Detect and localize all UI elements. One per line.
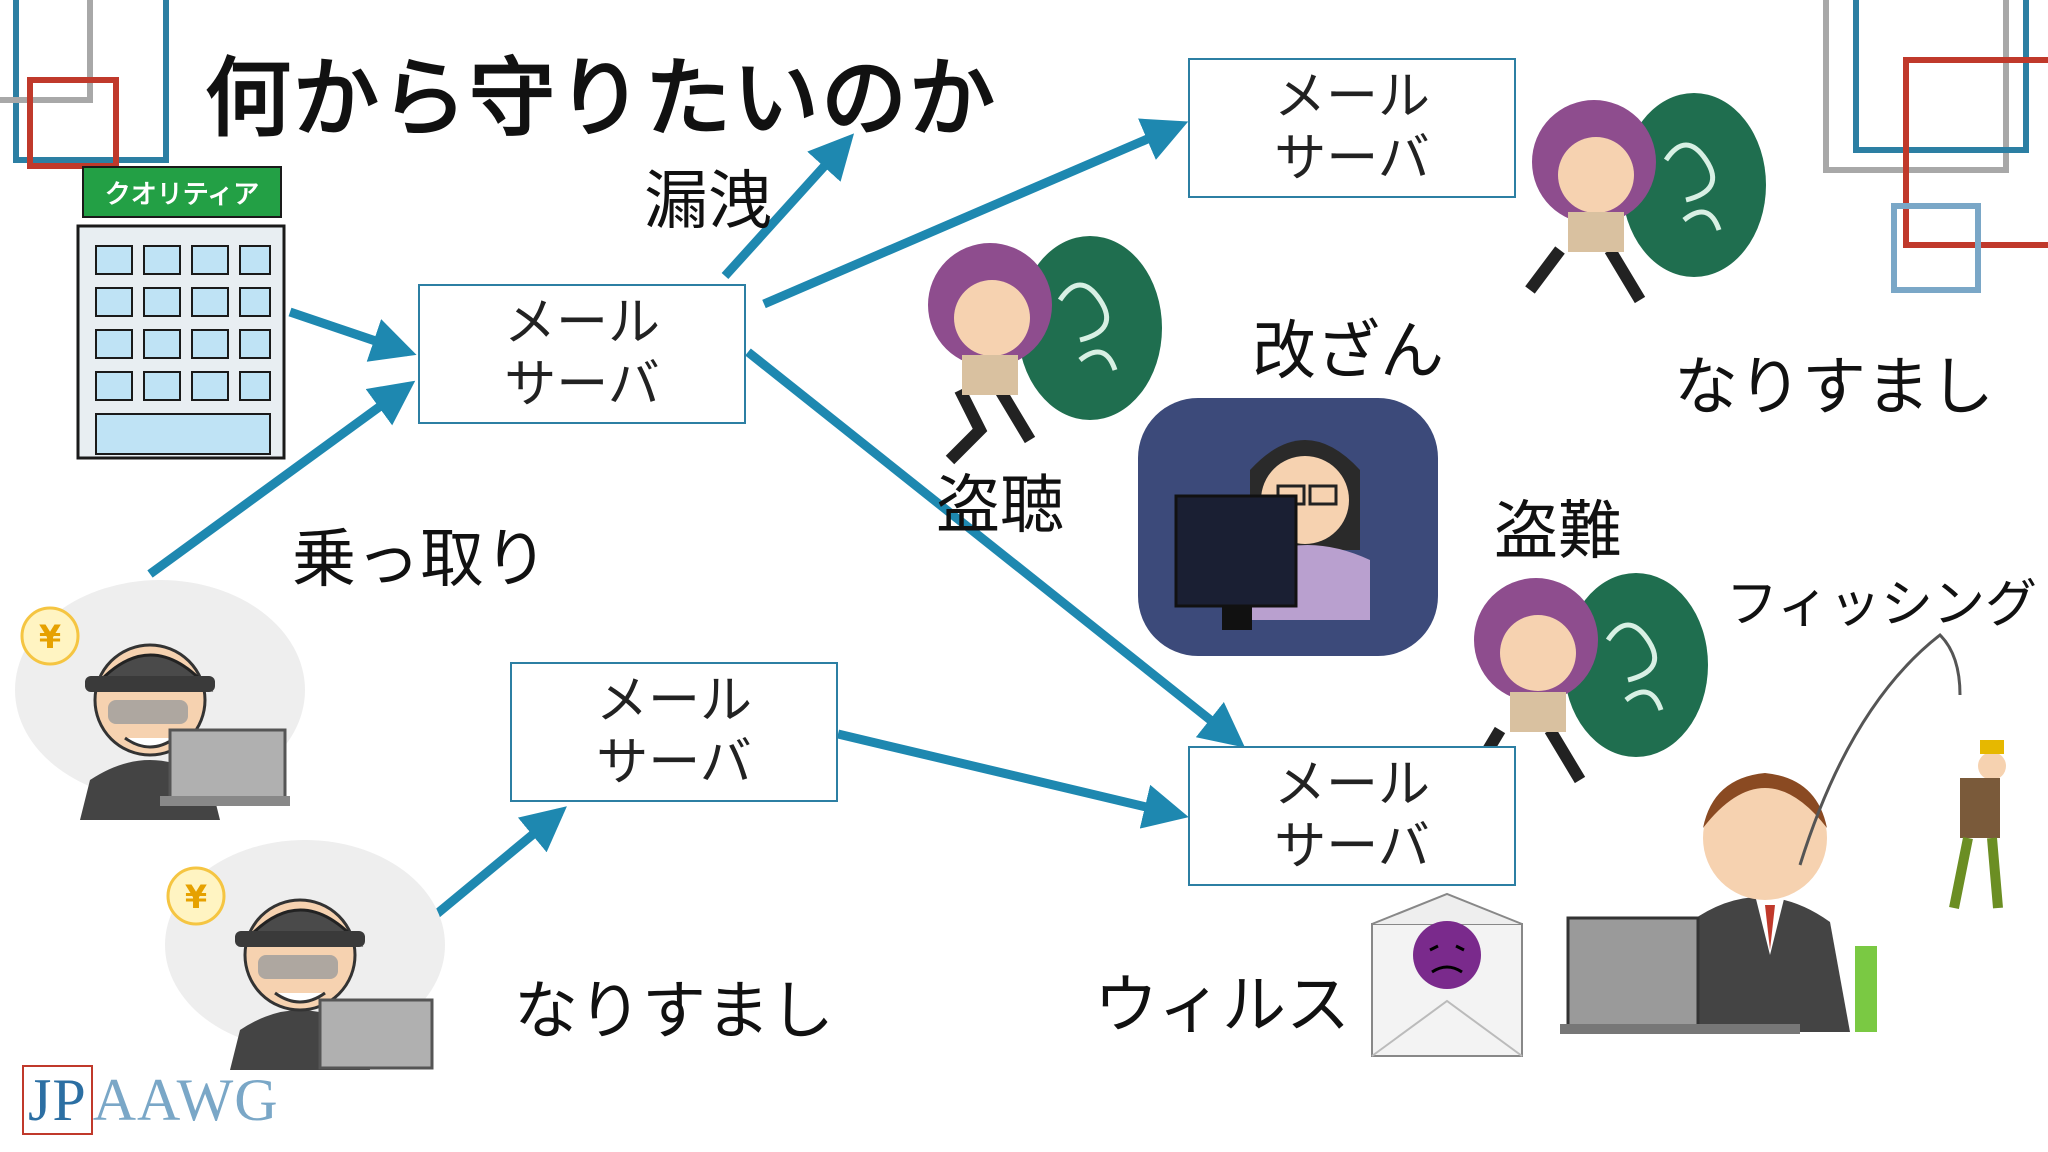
logo-aawg: AAWG: [92, 1067, 279, 1133]
hacker-illustration-top: ¥: [15, 580, 305, 820]
fisherman-illustration: [1798, 633, 2006, 909]
arrow-hijacker-to-server: [147, 380, 416, 578]
thief-illustration-bottom-right: [1464, 573, 1708, 784]
mail-server-label-line1: メール: [595, 671, 752, 731]
arrow-building-to-server: [288, 307, 417, 362]
arrow-leak: [721, 133, 855, 280]
businessman-illustration: [1560, 773, 1877, 1034]
arrow-to-server-bottom-right: [745, 348, 1246, 748]
mail-server-label-line1: メール: [503, 293, 660, 353]
label-theft: 盗難: [1494, 495, 1622, 569]
label-spoof-right: なりすまし: [1674, 351, 1994, 425]
decor-square-tl-blue: [13, 0, 169, 163]
yen-mark-2: ¥: [185, 878, 207, 916]
mail-server-center: メール サーバ: [418, 284, 746, 424]
label-takeover: 乗っ取り: [292, 523, 548, 597]
label-phishing: フィッシング: [1726, 575, 2037, 635]
thief-illustration-middle: [928, 236, 1162, 465]
mail-server-bottom-middle: メール サーバ: [510, 662, 838, 802]
decor-square-tr-gray: [1823, 0, 2009, 173]
decor-square-tl-red: [27, 77, 119, 169]
mail-server-label-line2: サーバ: [1274, 817, 1430, 877]
decor-square-tr-small: [1891, 203, 1981, 293]
mail-server-label-line2: サーバ: [596, 733, 752, 793]
mail-server-top-right: メール サーバ: [1188, 58, 1516, 198]
label-virus: ウィルス: [1094, 969, 1350, 1043]
tamperer-illustration: [1138, 398, 1438, 656]
building-sign: クオリティア: [82, 166, 282, 218]
mail-server-label-line1: メール: [1273, 755, 1430, 815]
yen-mark-1: ¥: [39, 618, 61, 656]
label-eavesdrop: 盗聴: [936, 469, 1064, 543]
virus-mail-icon: [1371, 892, 1523, 1057]
mail-server-label-line2: サーバ: [1274, 129, 1430, 189]
slide-title: 何から守りたいのか: [205, 49, 997, 149]
thief-illustration-top-right: [1525, 93, 1766, 304]
logo-jp: JP: [22, 1065, 93, 1135]
mail-server-label-line1: メール: [1273, 67, 1430, 127]
office-building-illustration: [76, 224, 286, 460]
hacker-illustration-bottom: ¥: [165, 840, 445, 1070]
label-spoof-bottom: なりすまし: [514, 975, 834, 1049]
mail-server-label-line2: サーバ: [504, 355, 660, 415]
arrow-server-to-server: [836, 729, 1189, 829]
decor-square-tr-blue: [1853, 0, 2029, 153]
mail-server-bottom-right: メール サーバ: [1188, 746, 1516, 886]
label-leak: 漏洩: [644, 165, 772, 239]
label-tamper: 改ざん: [1252, 315, 1444, 389]
arrow-to-server-top-right: [762, 118, 1189, 309]
